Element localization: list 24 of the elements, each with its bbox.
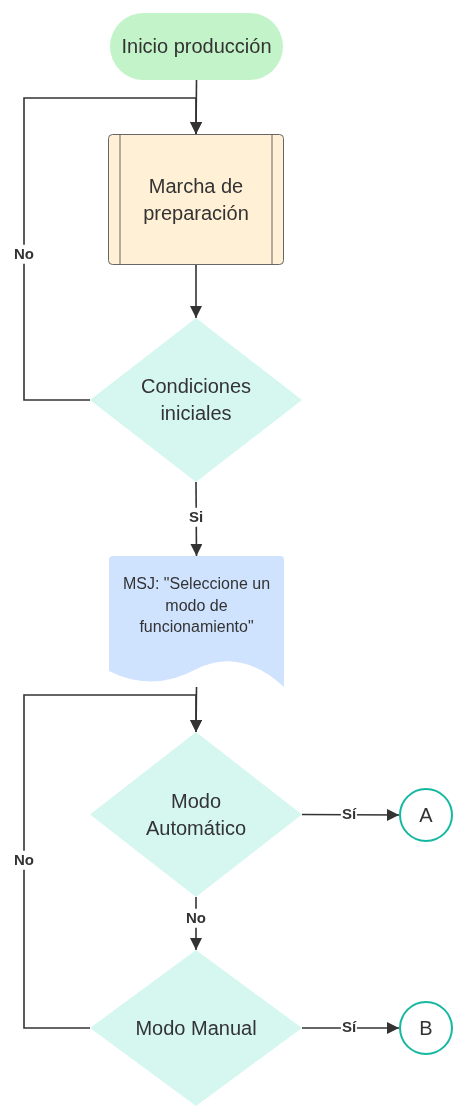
- connector-circle: [399, 1001, 453, 1055]
- arrow: [301, 1022, 400, 1034]
- edge-label: No: [13, 850, 35, 870]
- predefined-process-box: [108, 134, 284, 265]
- arrow: [190, 264, 202, 319]
- edge-label: No: [185, 908, 207, 928]
- node-text: A: [418, 802, 434, 828]
- edge-label: Si: [187, 507, 205, 527]
- node-text: Inicio producción: [120, 34, 273, 59]
- node-text: Marcha de preparación: [142, 173, 250, 226]
- node-text: Modo Automático: [144, 788, 248, 841]
- decision-diamond: [90, 950, 302, 1106]
- connector-circle: [399, 788, 453, 842]
- node-text: B: [418, 1015, 434, 1041]
- edge-label: No: [13, 244, 35, 264]
- arrow: [190, 896, 202, 951]
- node-text: Modo Manual: [134, 1015, 258, 1041]
- document-shape: [109, 556, 284, 687]
- arrow: [23, 97, 202, 401]
- node-text: Condiciones iniciales: [139, 374, 253, 426]
- node-text: MSJ: "Seleccione un modo de funcionamiento": [121, 574, 272, 638]
- arrow: [23, 694, 202, 1029]
- decision-diamond: [90, 732, 302, 897]
- decision-diamond: [90, 318, 302, 482]
